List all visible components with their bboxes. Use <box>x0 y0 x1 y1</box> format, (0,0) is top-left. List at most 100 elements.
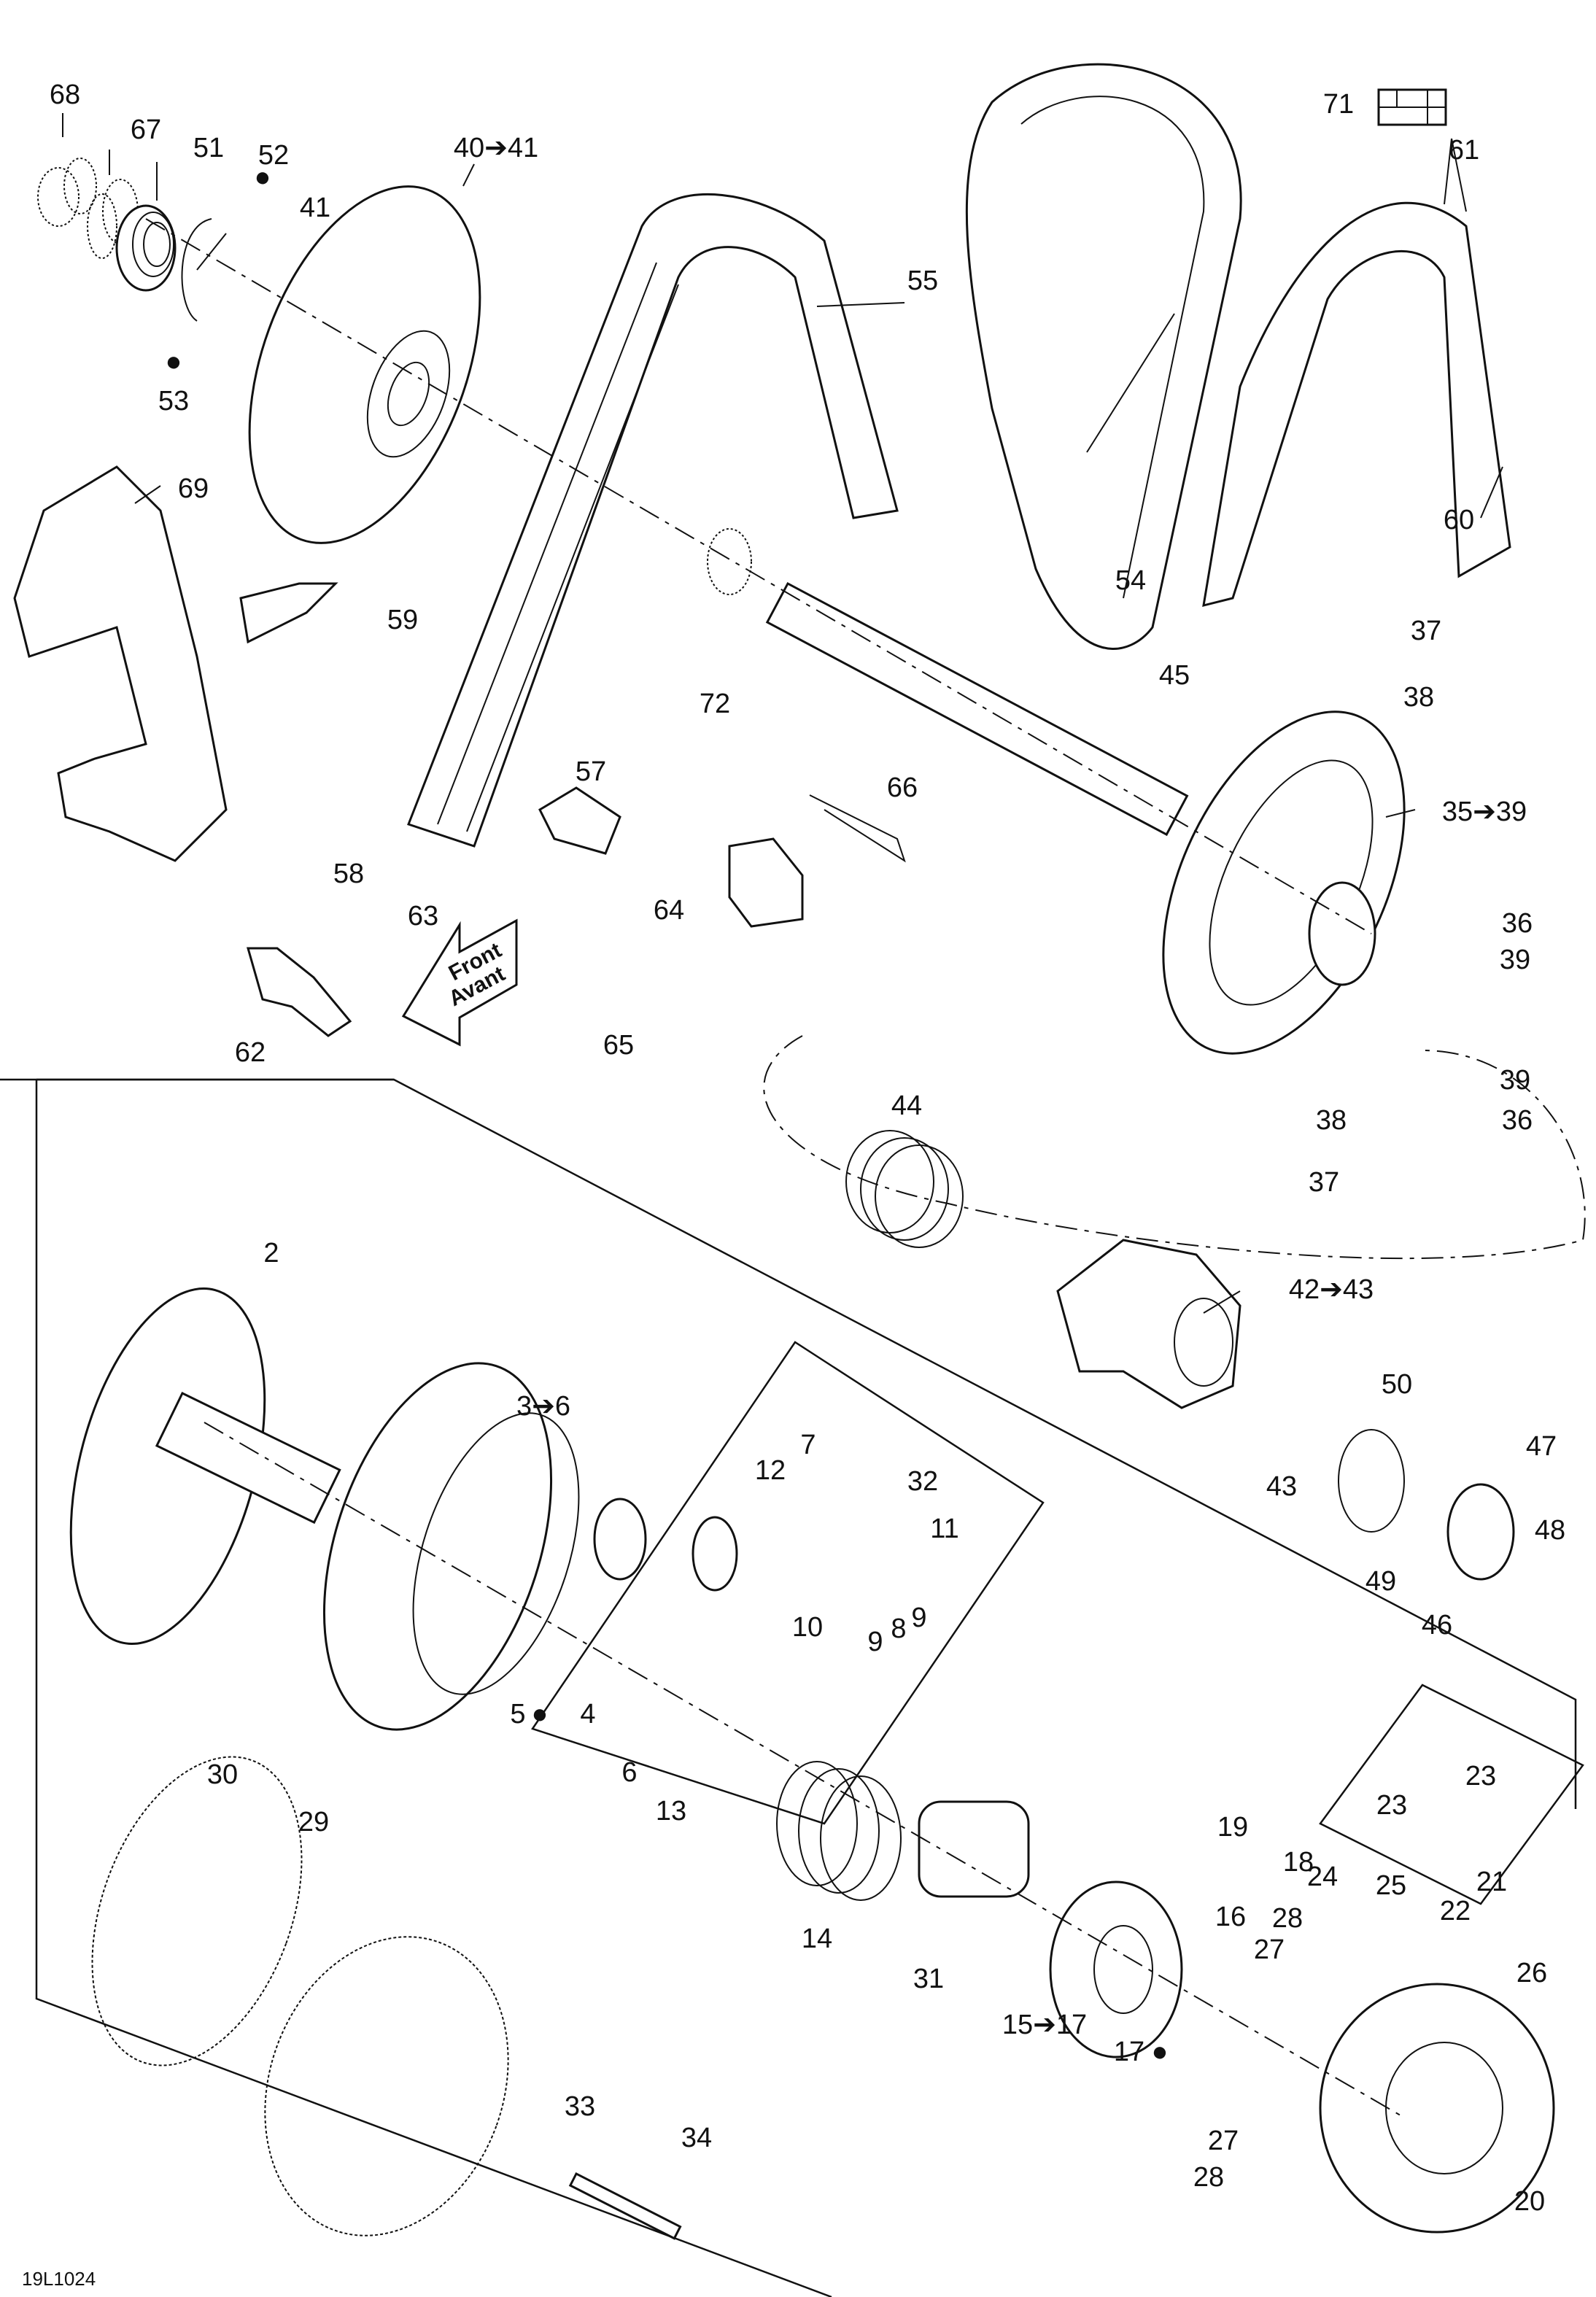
part-15-spider[interactable] <box>1049 1880 1183 2058</box>
part-66-clip[interactable] <box>809 794 906 863</box>
callout-15-17: 15➔17 <box>1002 2010 1087 2040</box>
callout-18: 18 <box>1283 1847 1314 1878</box>
part-72-seal[interactable] <box>707 528 752 595</box>
callout-27: 27 <box>1208 2126 1239 2156</box>
callout-60: 60 <box>1444 505 1474 535</box>
callout-23: 23 <box>1376 1790 1407 1821</box>
callout-8: 8 <box>891 1614 906 1644</box>
callout-66: 66 <box>887 772 918 803</box>
part-14-spring[interactable] <box>776 1761 902 1901</box>
callout-39: 39 <box>1500 945 1530 975</box>
drive-pulley-assembly-frame-outline <box>36 1078 1577 1809</box>
callout-65: 65 <box>603 1030 634 1061</box>
part-60-belt-guard[interactable] <box>1202 201 1511 608</box>
callout-11: 11 <box>930 1514 958 1544</box>
callout-34: 34 <box>681 2123 712 2153</box>
callout-39: 39 <box>1500 1065 1530 1096</box>
callout-20: 20 <box>1514 2186 1545 2217</box>
part-71-decal[interactable] <box>1377 88 1447 126</box>
callout-50: 50 <box>1382 1369 1412 1400</box>
part-54-drive-belt[interactable] <box>965 63 1242 650</box>
callout-44: 44 <box>891 1091 922 1121</box>
callout-37: 37 <box>1411 616 1441 646</box>
part-46-cap[interactable] <box>1446 1483 1515 1581</box>
direction-arrow: Front Avant <box>401 918 518 1047</box>
part-29-ring-gear[interactable] <box>53 1728 341 2094</box>
oil-drop-icon: ● <box>255 162 271 193</box>
part-51-bearing[interactable] <box>115 204 177 292</box>
callout-29: 29 <box>298 1807 329 1837</box>
oil-drop-icon: ● <box>1152 2037 1169 2067</box>
part-57-plate[interactable] <box>538 786 621 855</box>
callout-22: 22 <box>1440 1896 1471 1926</box>
callout-61: 61 <box>1449 135 1479 166</box>
callout-72: 72 <box>700 689 730 719</box>
part-59-pad[interactable] <box>239 582 338 644</box>
part-44-spring[interactable] <box>845 1130 964 1248</box>
part-20-governor-cup[interactable] <box>1319 1983 1555 2234</box>
callout-68: 68 <box>50 80 80 110</box>
part-2-fixed-sheave[interactable] <box>36 1267 341 1665</box>
part-31-sleeve[interactable] <box>918 1800 1030 1898</box>
callout-13: 13 <box>656 1796 686 1827</box>
part-55-guard-frame[interactable] <box>407 193 899 848</box>
callout-23: 23 <box>1465 1761 1496 1791</box>
callout-64: 64 <box>654 895 684 926</box>
part-68-bushing[interactable] <box>37 158 97 227</box>
callout-35-39: 35➔39 <box>1442 797 1527 827</box>
callout-6: 6 <box>621 1757 637 1788</box>
centerline-lower <box>204 1422 1401 2116</box>
callout-38: 38 <box>1316 1105 1347 1136</box>
part-34-bolt[interactable] <box>568 2172 682 2240</box>
callout-53: 53 <box>158 386 189 417</box>
part-engine-flywheel <box>264 1936 509 2236</box>
part-35-driven-pulley[interactable] <box>765 581 1454 1091</box>
part-4-bushing[interactable] <box>593 1498 647 1581</box>
callout-47: 47 <box>1526 1431 1557 1462</box>
callout-26: 26 <box>1516 1958 1547 1988</box>
part-13-seal[interactable] <box>692 1516 738 1592</box>
callout-54: 54 <box>1115 565 1146 596</box>
oil-drop-icon: ● <box>166 346 182 377</box>
lever-subassembly-frame <box>1319 1684 1584 1905</box>
callout-49: 49 <box>1365 1566 1396 1597</box>
callout-labels: 68 67 51 52 ● ● 53 41 40➔41 55 69 59 72 … <box>50 80 1565 2217</box>
callout-4: 4 <box>580 1699 595 1729</box>
callout-40-41: 40➔41 <box>454 133 538 163</box>
part-64-hinge[interactable] <box>728 837 804 928</box>
part-42-cam[interactable] <box>1056 1239 1241 1409</box>
part-69-bracket[interactable] <box>13 465 228 862</box>
callout-37: 37 <box>1309 1167 1339 1198</box>
callout-48: 48 <box>1535 1515 1565 1546</box>
callout-69: 69 <box>178 473 209 504</box>
callout-38: 38 <box>1403 682 1434 713</box>
callout-46: 46 <box>1422 1610 1452 1641</box>
callout-31: 31 <box>913 1964 944 1994</box>
part-3-movable-sheave[interactable] <box>282 1334 611 1758</box>
callout-24: 24 <box>1307 1862 1338 1892</box>
callout-27: 27 <box>1254 1934 1285 1965</box>
callout-52: 52 <box>258 140 289 171</box>
callout-14: 14 <box>802 1924 832 1954</box>
callout-36: 36 <box>1502 908 1533 939</box>
callout-58: 58 <box>333 859 364 889</box>
callout-21: 21 <box>1476 1867 1507 1897</box>
callout-67: 67 <box>131 115 161 145</box>
callout-17: 17 <box>1114 2037 1144 2067</box>
callout-28: 28 <box>1272 1903 1303 1934</box>
callout-57: 57 <box>576 756 606 787</box>
leader-lines <box>62 113 1503 1314</box>
part-62-bracket[interactable] <box>247 947 352 1037</box>
callout-42-43: 42➔43 <box>1289 1274 1374 1305</box>
callout-32: 32 <box>907 1466 938 1497</box>
part-50-washer[interactable] <box>1338 1429 1405 1533</box>
callout-62: 62 <box>235 1037 266 1068</box>
callout-63: 63 <box>408 901 438 931</box>
callout-16: 16 <box>1215 1902 1246 1932</box>
callout-45: 45 <box>1159 660 1190 691</box>
part-40-sheave[interactable] <box>205 155 524 574</box>
part-41-retaining-ring[interactable] <box>181 218 212 322</box>
callout-51: 51 <box>193 133 224 163</box>
lower-assembly-frame <box>35 1080 832 2297</box>
